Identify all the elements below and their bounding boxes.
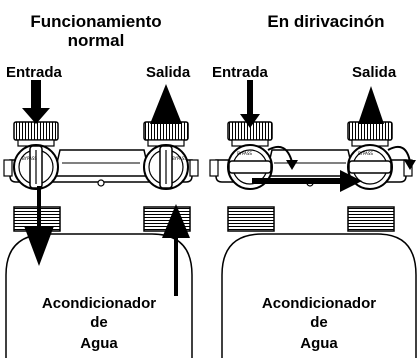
left-outlet-port [143,121,189,147]
left-tank-line3: Agua [80,335,118,352]
left-panel-normal: Funcionamiento normal Entrada Salida [3,12,199,358]
right-bypass-arrow [252,170,362,192]
left-outlet-valve-knob: BYPASS [143,144,189,190]
right-bottom-connectors [227,206,395,232]
right-outlet-port [347,121,393,147]
right-outlet-valve-knob: BYPASS [347,144,416,190]
right-inlet-arrow [240,80,260,128]
right-outlet-label: Salida [352,64,397,81]
left-down-arrow [24,186,54,266]
left-tank-line2: de [90,314,108,331]
left-inlet-valve-knob: BYPASS [13,144,59,190]
right-title: En dirivacinón [267,12,384,31]
right-inlet-port [227,121,273,147]
left-outlet-bypass-text: BYPASS [172,156,187,161]
left-tank-line1: Acondicionador [42,295,156,312]
left-inlet-arrow [22,80,50,124]
left-inlet-port [13,121,59,147]
right-tank-line1: Acondicionador [262,295,376,312]
right-panel-bypass: En dirivacinón Entrada Salida BYPASS [209,12,417,358]
right-inlet-bypass-text: BYPASS [237,151,252,156]
right-inlet-label: Entrada [212,64,269,81]
left-title-line1: Funcionamiento [30,12,161,31]
right-tank-line3: Agua [300,335,338,352]
right-tank: Acondicionador de Agua [221,233,417,358]
left-up-arrow [162,204,190,296]
right-tank-line2: de [310,314,328,331]
left-outlet-arrow [150,84,182,124]
right-outlet-arrow [358,86,384,124]
left-tank: Acondicionador de Agua [5,233,193,358]
left-title-line2: normal [68,31,125,50]
left-inlet-label: Entrada [6,64,63,81]
right-outlet-bypass-text: BYPASS [358,151,373,156]
left-inlet-bypass-text: BYPASS [22,156,37,161]
left-outlet-label: Salida [146,64,191,81]
